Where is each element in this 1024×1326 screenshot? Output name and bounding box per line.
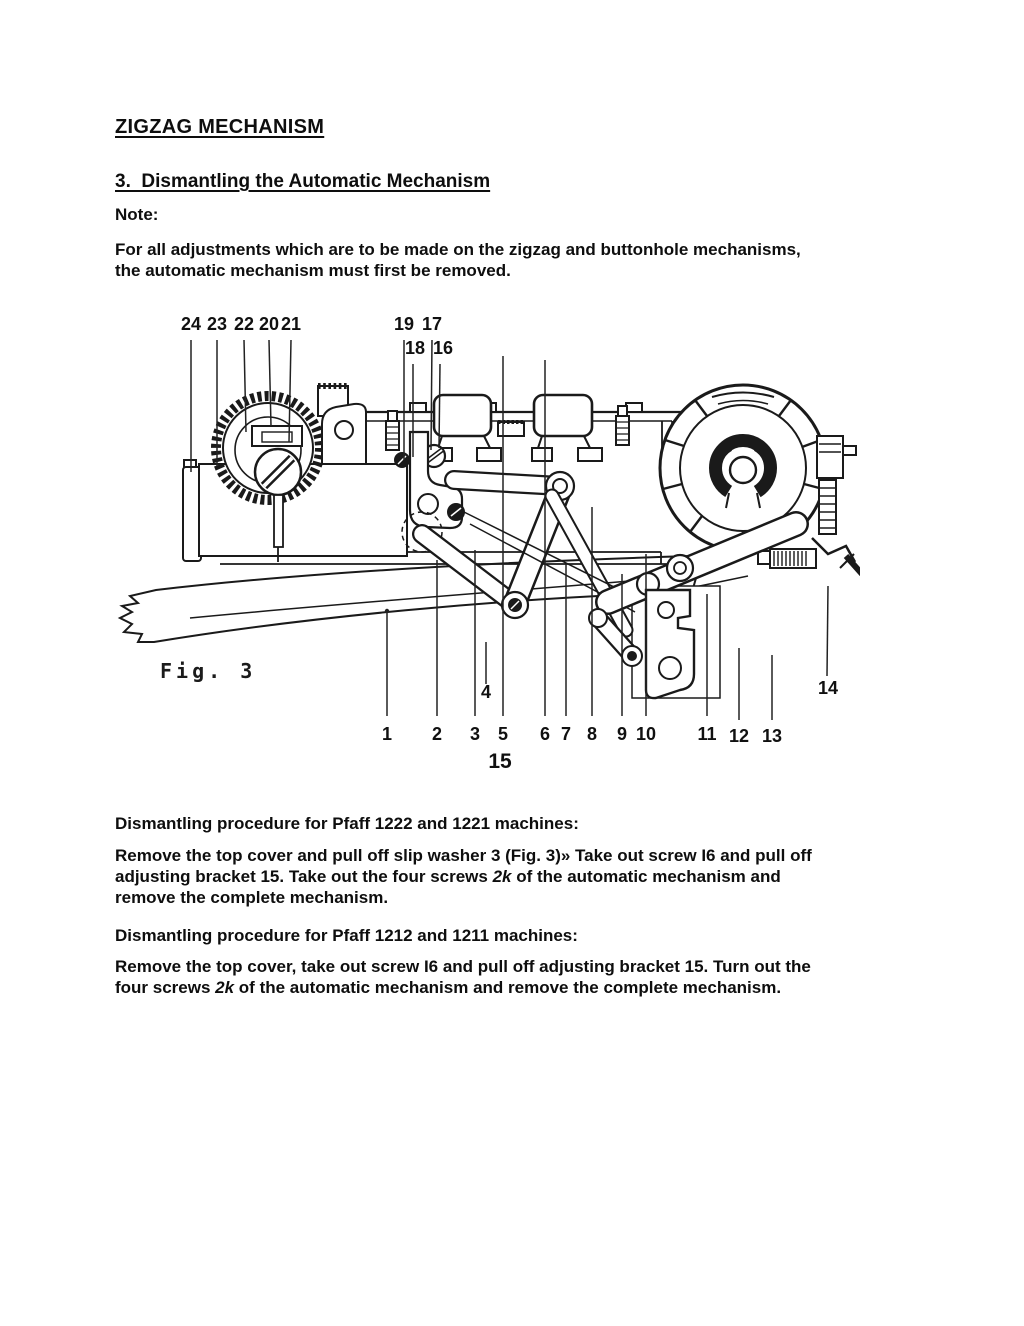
procedure-1212-heading: Dismantling procedure for Pfaff 1212 and…	[115, 926, 578, 945]
callout-label: 19	[394, 314, 414, 334]
page-title: ZIGZAG MECHANISM	[115, 116, 325, 138]
callout-label: 2	[432, 724, 442, 744]
callout-label: 12	[729, 726, 749, 746]
mechanism-drawing: 24 23 22 20 21 19 17 18 16 1 2 3 4 5 6 7…	[117, 314, 860, 773]
callout-label: 24	[181, 314, 201, 334]
procedure-1212-body: Remove the top cover, take out screw I6 …	[115, 956, 820, 998]
section-heading: 3. Dismantling the Automatic Mechanism	[115, 171, 491, 192]
procedure-1212-body-start: Remove the top cover, take out screw I6 …	[115, 957, 811, 997]
callout-line-22	[243, 339, 247, 433]
spring-screw-left	[385, 410, 400, 451]
procedure-1222-body-end: of the automatic mechanism and remove th…	[115, 867, 781, 907]
callout-label: 13	[762, 726, 782, 746]
hinge-bracket	[321, 402, 367, 465]
spring-screw-right	[615, 405, 630, 446]
procedure-1222-body-start: Remove the top cover and pull off slip w…	[115, 846, 812, 886]
procedure-1222-body: Remove the top cover and pull off slip w…	[115, 845, 820, 908]
rubber-cap-right	[531, 393, 603, 462]
callout-label: 11	[697, 724, 716, 744]
callout-label: 1	[382, 724, 392, 744]
part-15-label: 15	[488, 750, 512, 773]
callout-label: 8	[587, 724, 597, 744]
callout-line-21	[288, 339, 292, 443]
callout-label: 6	[540, 724, 550, 744]
callout-line-16	[438, 363, 441, 449]
slotted-screw-head	[253, 447, 303, 562]
procedure-1222-body-italic: 2k	[492, 867, 512, 886]
callout-label: 21	[281, 314, 301, 334]
callout-label: 5	[498, 724, 508, 744]
callout-label: 23	[207, 314, 227, 334]
callout-label: 4	[481, 682, 491, 702]
callout-line-20	[268, 339, 272, 427]
procedure-1212-body-italic: 2k	[215, 978, 235, 997]
note-text: For all adjustments which are to be made…	[115, 240, 801, 280]
callout-label: 22	[234, 314, 254, 334]
callout-label: 7	[561, 724, 571, 744]
automatic-mechanism-artwork	[117, 383, 860, 700]
callout-label: 10	[636, 724, 656, 744]
knurled-adjusting-nut	[757, 548, 817, 569]
note-label: Note:	[115, 205, 159, 224]
figure-3-diagram: 24 23 22 20 21 19 17 18 16 1 2 3 4 5 6 7…	[60, 300, 860, 780]
callout-line-14	[826, 585, 829, 677]
callout-label: 9	[617, 724, 627, 744]
procedure-1212-body-end: of the automatic mechanism and remove th…	[234, 978, 782, 997]
callout-label: 18	[405, 338, 425, 358]
callout-label: 16	[433, 338, 453, 358]
procedure-1222-heading: Dismantling procedure for Pfaff 1222 and…	[115, 814, 579, 833]
figure-caption: Fig. 3	[160, 659, 256, 683]
linkage-levers	[401, 430, 809, 638]
callout-label: 17	[422, 314, 442, 334]
tension-spring-assembly	[811, 435, 860, 576]
callout-labels: 24 23 22 20 21 19 17 18 16 1 2 3 4 5 6 7…	[160, 314, 838, 773]
hidden-cam-outline	[401, 511, 443, 553]
adjusting-bracket	[588, 588, 696, 700]
horseshoe-slot	[709, 434, 777, 502]
callout-label: 3	[470, 724, 480, 744]
callout-lines	[190, 339, 829, 720]
callout-label: 20	[259, 314, 279, 334]
callout-label: 14	[818, 678, 838, 698]
callout-line-17	[430, 339, 433, 451]
